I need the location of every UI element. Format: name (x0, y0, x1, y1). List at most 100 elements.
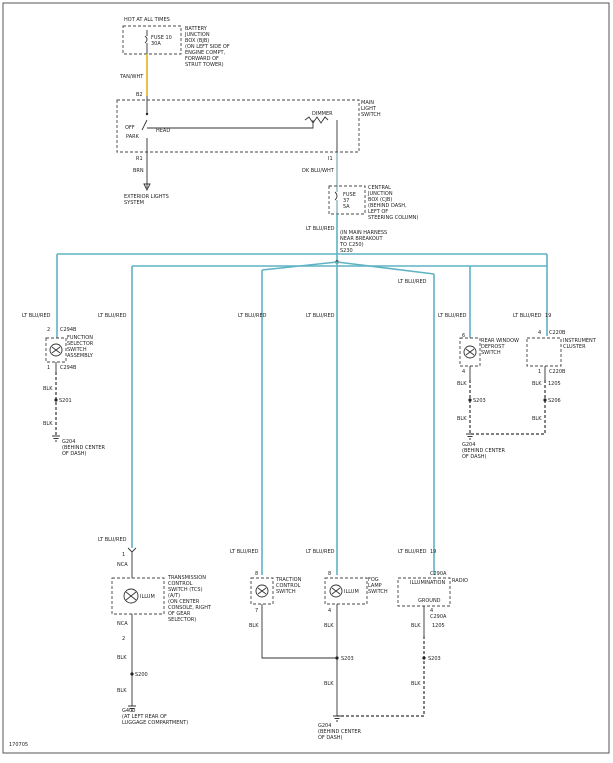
fog-wire-label-upper: LT BLU/RED (306, 313, 335, 319)
s206-splice (543, 398, 547, 402)
g204-bottom-line-1: G204 (318, 723, 331, 729)
s203-center-label: S203 (341, 656, 354, 662)
tcs-line-3: SWITCH (TCS) (168, 587, 203, 593)
radio-wire-label-upper: LT BLU/RED (398, 279, 427, 285)
headlamp-switch-contacts (141, 96, 153, 152)
tan-wht-label: TAN/WHT (119, 74, 144, 80)
s200-splice (130, 672, 134, 676)
s203-splice-radio (422, 656, 426, 660)
bjb-line-2: JUNCTION (184, 32, 210, 38)
cjb-box (328, 185, 366, 215)
traction-pin8: 8 (255, 571, 258, 577)
ic-pin19: 19 (545, 313, 551, 319)
fs-pin2: 2 (47, 327, 50, 333)
g400-line-1: G400 (122, 708, 135, 714)
tcs-line-8: SELECTOR) (168, 617, 196, 623)
traction-ground-wire (261, 604, 337, 659)
fuse37-symbol (334, 191, 338, 201)
traction-line-1: TRACTION (275, 577, 302, 583)
rw-line-3: SWITCH (481, 350, 501, 356)
fog-line-1: FOG (368, 577, 379, 583)
dimmer-circuit (153, 116, 338, 152)
ic-1205: 1205 (548, 381, 561, 387)
main-harness-line-3: TO C250) (339, 242, 364, 248)
fog-blk-2: BLK (324, 681, 334, 687)
main-light-switch-line-2: LIGHT (361, 106, 377, 112)
tcs-lamp-filament (125, 591, 137, 601)
radio-1205: 1205 (432, 623, 445, 629)
fs-blk-1: BLK (43, 386, 53, 392)
battery-junction-box: HOT AT ALL TIMES FUSE 10 30A BATTERY JUN… (122, 17, 230, 68)
off-label: OFF (125, 125, 135, 131)
g204-right-line-3: OF DASH) (462, 454, 487, 460)
fuse10-label: FUSE 10 (151, 35, 172, 41)
cjb-line-2: JUNCTION (367, 191, 393, 197)
fs-wire-label: LT BLU/RED (22, 313, 51, 319)
bjb-line-4: (ON LEFT SIDE OF (185, 44, 230, 50)
i1-label: I1 (328, 156, 333, 162)
fs-line-2: SELECTOR (67, 341, 94, 347)
radio-wire-label-lower: LT BLU/RED (398, 549, 427, 555)
rw-blk-1: BLK (457, 381, 467, 387)
rear-window-lamp-filament (465, 348, 475, 356)
fs-line-4: ASSEMBLY (67, 353, 94, 359)
main-harness-line-4: S230 (340, 248, 353, 254)
tcs-line-2: CONTROL (168, 581, 193, 587)
fog-pin4: 4 (328, 608, 331, 614)
fs-pin1: 1 (47, 365, 50, 371)
lt-blu-red-trunk-label: LT BLU/RED (306, 226, 335, 232)
traction-blk: BLK (249, 623, 259, 629)
s201-label: S201 (59, 398, 72, 404)
main-harness-line-1: (IN MAIN HARNESS (340, 230, 387, 236)
radio-label: RADIO (452, 578, 468, 584)
figure-id: 170705 (9, 742, 28, 748)
ic-line-1: INSTRUMENT (563, 338, 597, 344)
fog-lamp-filament (331, 587, 341, 595)
g204-left-line-1: G204 (62, 439, 75, 445)
bjb-line-5: ENGINE COMPT, (185, 50, 226, 56)
traction-lamp-filament (257, 587, 267, 595)
cjb-line-6: STEERING COLUMN) (368, 215, 418, 221)
fs-line-1: FUNCTION (67, 335, 93, 341)
b2-label: B2 (136, 92, 143, 98)
g400-line-2: (AT LEFT REAR OF (122, 714, 167, 720)
main-light-switch-line-3: SWITCH (361, 112, 381, 118)
fog-line-2: LAMP (368, 583, 382, 589)
traction-box (250, 577, 274, 605)
s206-label: S206 (548, 398, 561, 404)
ic-c220b-bot: C220B (549, 369, 566, 375)
park-label: PARK (126, 134, 140, 140)
s203-splice-right (468, 398, 472, 402)
main-light-switch-line-1: MAIN (361, 100, 374, 106)
exterior-lights-line-1: EXTERIOR LIGHTS (124, 194, 169, 200)
lt-blu-red-bus-fan (261, 261, 435, 275)
fog-blk-1: BLK (324, 623, 334, 629)
rw-wire-label: LT BLU/RED (438, 313, 467, 319)
g400-ground-symbol (128, 705, 136, 712)
tcs-line-1: TRANSMISSION (167, 575, 206, 581)
switch-pivot (145, 112, 149, 116)
s203-splice-center (335, 656, 339, 660)
ic-blk-1: BLK (532, 381, 542, 387)
fs-c294b-bot: C294B (60, 365, 77, 371)
central-junction-box: FUSE 37 5A CENTRAL JUNCTION BOX (CJB) (B… (328, 185, 418, 221)
rw-line-1: REAR WINDOW (481, 338, 519, 344)
function-selector-lamp-filament (51, 346, 61, 354)
s200-label: S200 (135, 672, 148, 678)
tcs-wire-label-lower: LT BLU/RED (98, 537, 127, 543)
cjb-line-3: BOX (CJB) (368, 197, 392, 203)
exterior-lights-arrow (143, 183, 151, 192)
g204-right-ground-symbol (466, 433, 474, 440)
tcs-pin1: 1 (122, 552, 125, 558)
traction-wire-label-upper: LT BLU/RED (238, 313, 267, 319)
tcs-nca-top: NCA (117, 562, 128, 568)
radio-ground-wire (337, 636, 425, 717)
tcs-pin2: 2 (122, 636, 125, 642)
tcs-box (111, 577, 165, 615)
bjb-line-7: STRUT TOWER) (185, 62, 224, 68)
s203-right-label: S203 (473, 398, 486, 404)
ic-c220b: C220B (549, 330, 566, 336)
tcs-line-4: (A/T) (168, 593, 180, 599)
radio-c290a-top: C290A (430, 571, 447, 577)
